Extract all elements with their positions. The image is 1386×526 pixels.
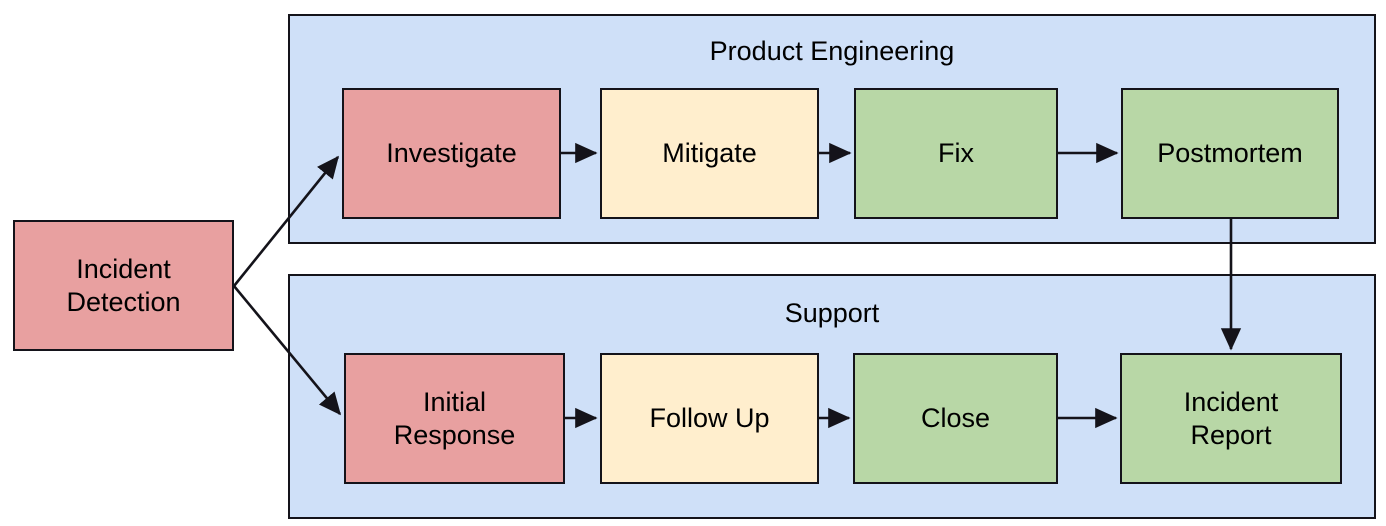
- node-incident-report-label-line1: Incident: [1183, 386, 1279, 417]
- node-incident-report-label-line2: Report: [1190, 419, 1272, 450]
- node-close[interactable]: Close: [853, 353, 1058, 484]
- node-close-label: Close: [920, 403, 991, 433]
- node-follow-up-label: Follow Up: [649, 403, 770, 433]
- node-mitigate-label: Mitigate: [662, 138, 757, 168]
- node-postmortem-label: Postmortem: [1157, 138, 1303, 168]
- node-fix[interactable]: Fix: [854, 88, 1058, 219]
- node-incident-detection-label-line2: Detection: [66, 286, 181, 317]
- swimlane-title-support: Support: [784, 298, 880, 328]
- node-mitigate[interactable]: Mitigate: [600, 88, 819, 219]
- node-investigate-label: Investigate: [386, 138, 517, 168]
- node-investigate[interactable]: Investigate: [342, 88, 561, 219]
- node-initial-response-label-line2: Response: [393, 419, 516, 450]
- node-fix-label: Fix: [938, 138, 974, 168]
- node-incident-detection-label-line1: Incident: [76, 253, 171, 284]
- node-postmortem[interactable]: Postmortem: [1121, 88, 1339, 219]
- swimlane-title-product-engineering: Product Engineering: [709, 36, 955, 66]
- node-initial-response-label-line1: Initial: [422, 386, 487, 417]
- node-follow-up[interactable]: Follow Up: [600, 353, 819, 484]
